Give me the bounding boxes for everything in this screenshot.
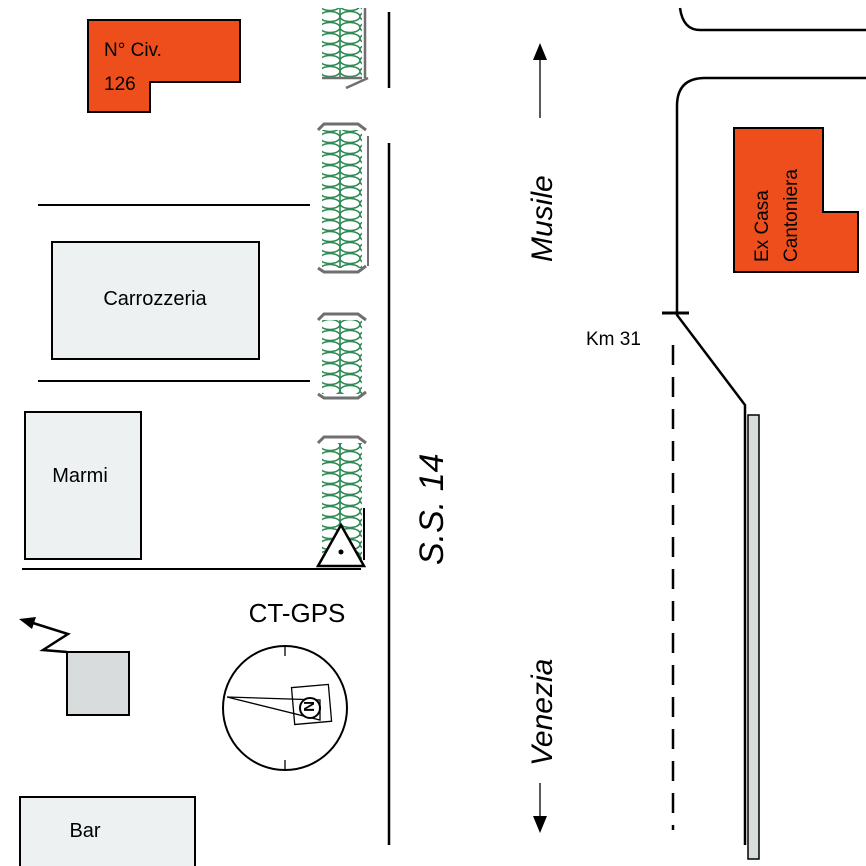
- compass-n-label: N: [300, 701, 317, 712]
- building-civ-126-label-line2: 126: [104, 74, 136, 95]
- building-bar-label: Bar: [69, 820, 100, 842]
- km-marker-label: Km 31: [586, 329, 641, 350]
- road-label: S.S. 14: [413, 453, 451, 565]
- compass-icon: N: [222, 645, 348, 771]
- hedge-3: [316, 312, 367, 400]
- building-ex-casa-label-line2: Cantoniera: [781, 169, 802, 262]
- building-small: [66, 651, 130, 716]
- building-civ-126: [87, 19, 241, 113]
- side-street-north-edge: [678, 7, 866, 32]
- building-marmi: [24, 411, 142, 560]
- building-carrozzeria: [51, 241, 260, 360]
- arrow-up-icon: [533, 43, 547, 118]
- building-ex-casa-label-line1: Ex Casa: [752, 190, 773, 262]
- direction-south-label: Venezia: [526, 659, 559, 766]
- direction-north-label: Musile: [526, 175, 559, 262]
- sidewalk-strip: [747, 414, 760, 860]
- arrow-down-icon: [533, 783, 547, 833]
- lightning-antenna-icon: [19, 617, 71, 654]
- station-label: CT-GPS: [249, 598, 346, 628]
- building-bar: [19, 796, 196, 866]
- hedge-2: [316, 122, 369, 274]
- triangle-marker-icon: [315, 522, 367, 568]
- building-civ-126-label-line1: N° Civ.: [104, 40, 162, 61]
- building-ex-casa-cantoniera: [733, 127, 859, 273]
- hedge-1: [322, 8, 369, 90]
- building-carrozzeria-label: Carrozzeria: [103, 288, 207, 310]
- building-marmi-label: Marmi: [52, 465, 108, 487]
- road-edge-east: [675, 76, 866, 845]
